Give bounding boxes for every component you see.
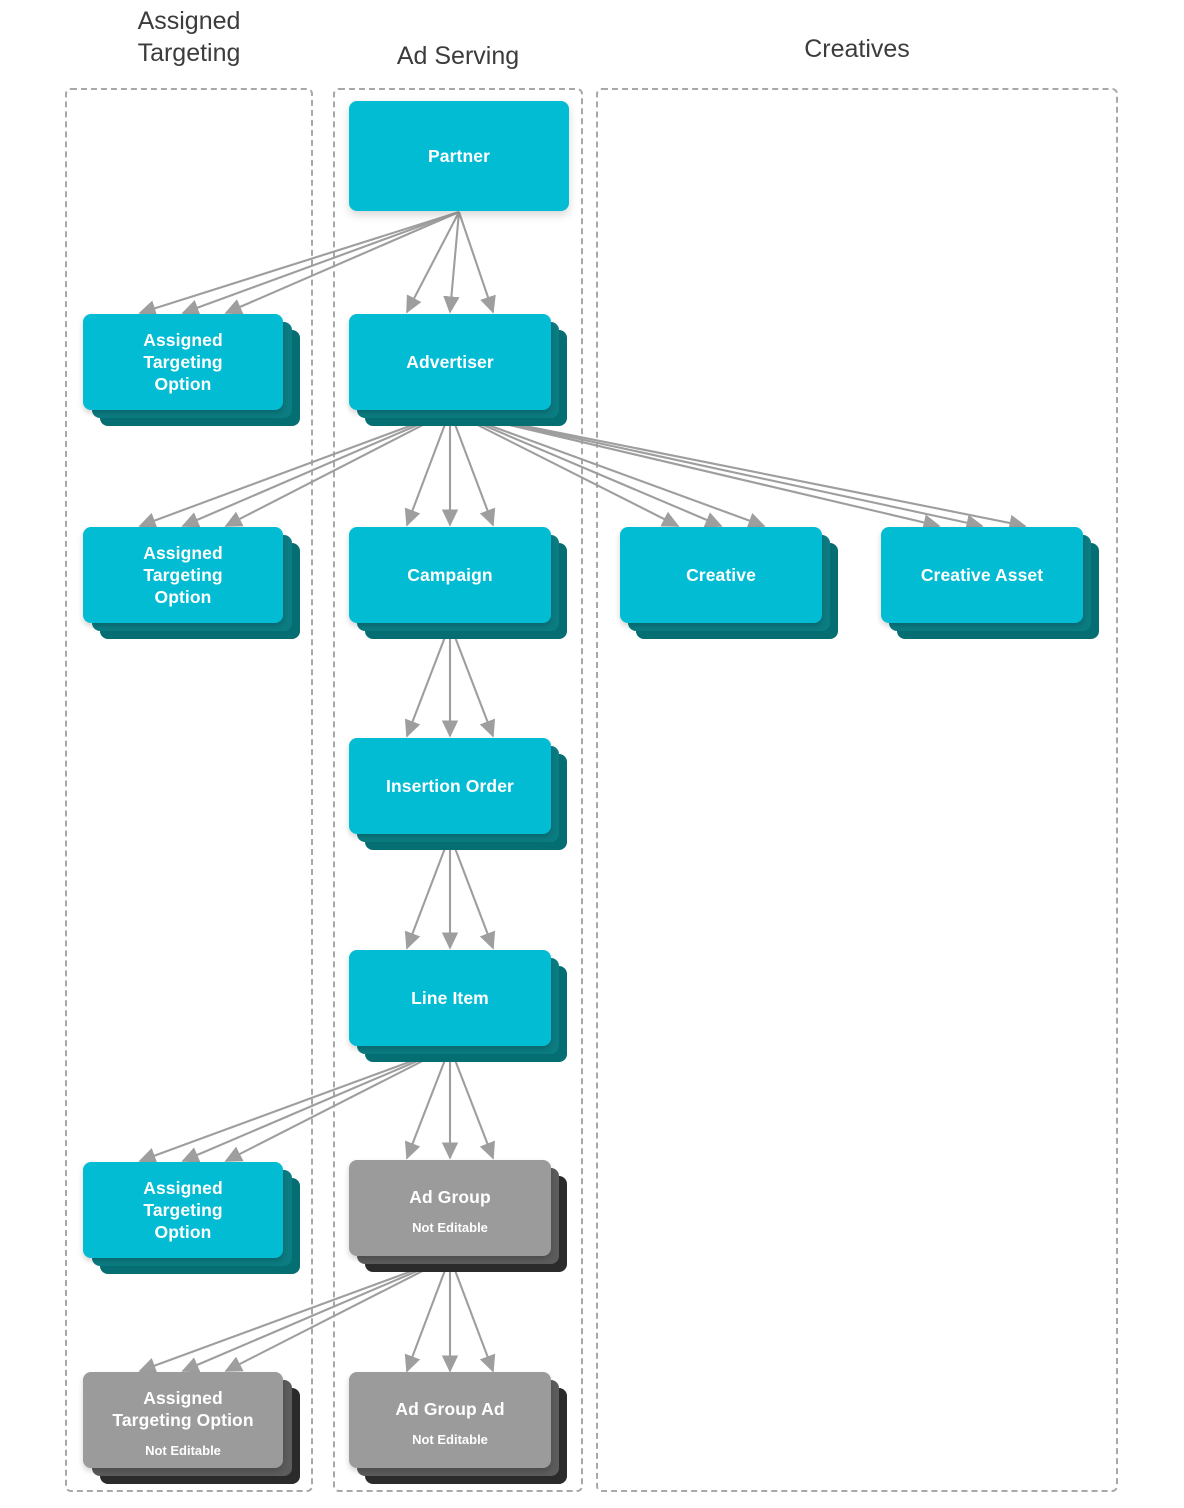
node-ad-group-face[interactable]: Ad Group Not Editable xyxy=(349,1160,551,1256)
node-insertion-order-face[interactable]: Insertion Order xyxy=(349,738,551,834)
label-line-2: Targeting Option xyxy=(112,1410,254,1430)
node-partner-face[interactable]: Partner xyxy=(349,101,569,211)
node-partner-label: Partner xyxy=(428,146,490,166)
node-ad-group-ad-face[interactable]: Ad Group Ad Not Editable xyxy=(349,1372,551,1468)
lane-assigned-targeting xyxy=(65,88,313,1492)
column-title-line-1: Assigned xyxy=(137,7,241,35)
node-creative-asset[interactable]: Creative Asset xyxy=(881,527,1099,639)
node-partner[interactable]: Partner xyxy=(349,101,569,211)
node-creative-label: Creative xyxy=(686,565,756,585)
column-title-assigned-targeting: Assigned Targeting xyxy=(65,5,313,69)
label-line-1: Assigned xyxy=(143,330,223,350)
node-line-item[interactable]: Line Item xyxy=(349,950,567,1062)
node-line-item-label: Line Item xyxy=(411,988,489,1008)
node-assigned-targeting-option-2[interactable]: Assigned Targeting Option xyxy=(83,527,300,639)
node-label: Assigned Targeting Option xyxy=(143,542,223,608)
node-ad-group-ad-label: Ad Group Ad xyxy=(395,1399,505,1419)
label-line-3: Option xyxy=(154,587,212,607)
node-assigned-targeting-option-1[interactable]: Assigned Targeting Option xyxy=(83,314,300,426)
node-creative-asset-face[interactable]: Creative Asset xyxy=(881,527,1083,623)
node-insertion-order[interactable]: Insertion Order xyxy=(349,738,567,850)
node-campaign-face[interactable]: Campaign xyxy=(349,527,551,623)
node-ad-group-label: Ad Group xyxy=(409,1187,491,1207)
label-line-2: Targeting xyxy=(143,352,223,372)
node-label: Assigned Targeting Option xyxy=(143,1177,223,1243)
label-line-3: Option xyxy=(154,374,212,394)
node-assigned-targeting-option-4-face[interactable]: Assigned Targeting Option Not Editable xyxy=(83,1372,283,1468)
node-assigned-targeting-option-2-face[interactable]: Assigned Targeting Option xyxy=(83,527,283,623)
node-assigned-targeting-option-1-face[interactable]: Assigned Targeting Option xyxy=(83,314,283,410)
label-line-1: Assigned xyxy=(143,543,223,563)
column-title-creatives: Creatives xyxy=(804,35,910,63)
label-line-1: Assigned xyxy=(143,1388,223,1408)
label-line-2: Targeting xyxy=(143,565,223,585)
node-ad-group[interactable]: Ad Group Not Editable xyxy=(349,1160,567,1272)
label-line-2: Targeting xyxy=(143,1200,223,1220)
lane-creatives xyxy=(596,88,1118,1492)
label-line-3: Option xyxy=(154,1222,212,1242)
node-advertiser[interactable]: Advertiser xyxy=(349,314,567,426)
node-badge: Not Editable xyxy=(145,1443,221,1458)
node-advertiser-face[interactable]: Advertiser xyxy=(349,314,551,410)
label-line-1: Assigned xyxy=(143,1178,223,1198)
node-creative-asset-label: Creative Asset xyxy=(920,565,1044,585)
column-title-line-2: Targeting xyxy=(137,39,241,67)
node-ad-group-ad-badge: Not Editable xyxy=(412,1432,488,1447)
node-insertion-order-label: Insertion Order xyxy=(386,776,514,796)
node-ad-group-badge: Not Editable xyxy=(412,1220,488,1235)
node-campaign[interactable]: Campaign xyxy=(349,527,567,639)
node-ad-group-ad[interactable]: Ad Group Ad Not Editable xyxy=(349,1372,567,1484)
column-title-ad-serving: Ad Serving xyxy=(396,42,520,70)
node-creative[interactable]: Creative xyxy=(620,527,838,639)
node-assigned-targeting-option-4[interactable]: Assigned Targeting Option Not Editable xyxy=(83,1372,300,1484)
node-assigned-targeting-option-3-face[interactable]: Assigned Targeting Option xyxy=(83,1162,283,1258)
node-label: Assigned Targeting Option xyxy=(143,329,223,395)
node-campaign-label: Campaign xyxy=(407,565,493,585)
node-line-item-face[interactable]: Line Item xyxy=(349,950,551,1046)
node-creative-face[interactable]: Creative xyxy=(620,527,822,623)
node-label: Assigned Targeting Option xyxy=(112,1387,253,1431)
node-assigned-targeting-option-3[interactable]: Assigned Targeting Option xyxy=(83,1162,300,1274)
lane-ad-serving xyxy=(333,88,583,1492)
node-advertiser-label: Advertiser xyxy=(406,352,494,372)
